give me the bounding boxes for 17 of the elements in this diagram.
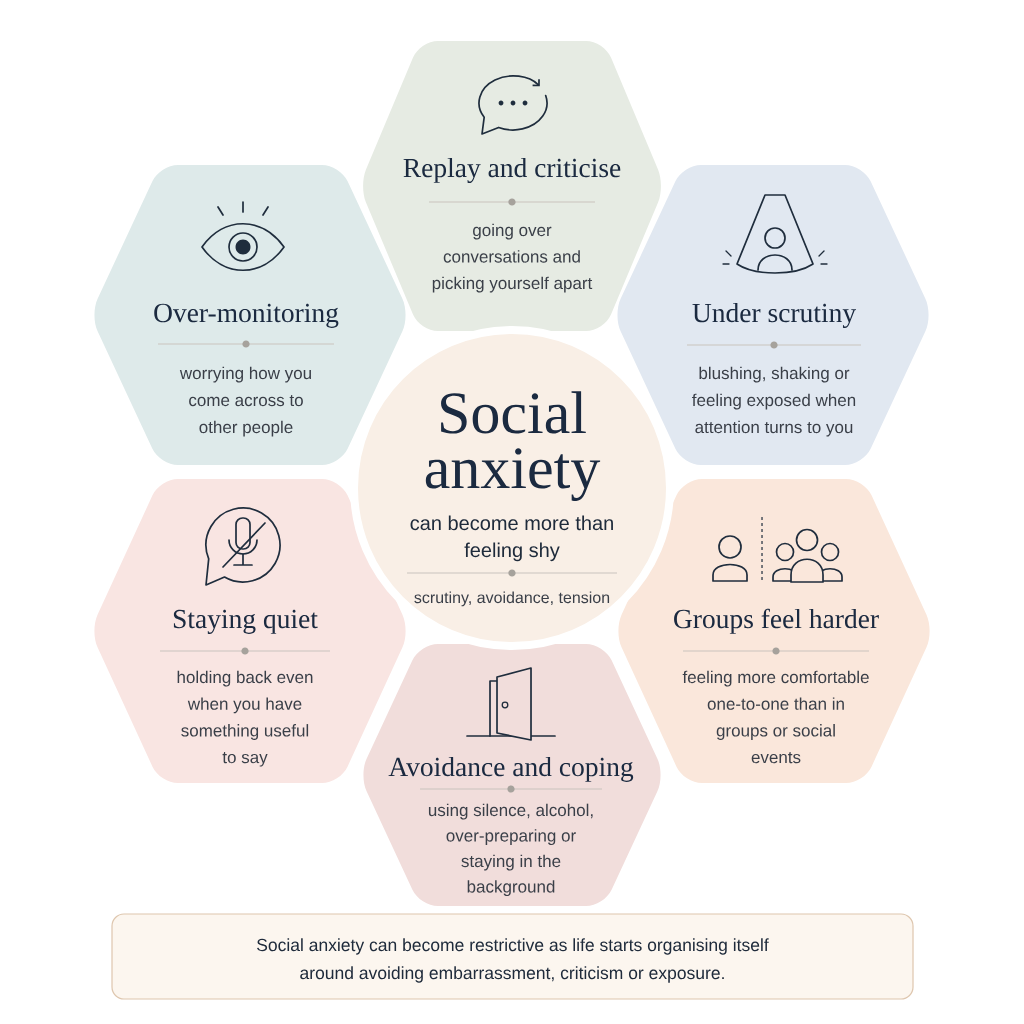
- description: going over conversations and picking yourself apart: [432, 223, 593, 293]
- heading: Social anxiety: [425, 391, 601, 501]
- description: worrying how you come across to other people: [179, 366, 311, 437]
- heading: Avoidance and coping: [388, 756, 634, 782]
- note-box: [111, 913, 914, 1000]
- heading: Replay and criticise: [403, 157, 621, 183]
- description: using silence, alcohol, over-preparing or staying in the background: [428, 803, 593, 897]
- subtitle: can become more than feeling shy: [410, 515, 613, 562]
- keyword-line: scrutiny, avoidance, tension: [414, 591, 610, 607]
- heading: Over-monitoring: [154, 303, 339, 328]
- heading: Groups feel harder: [674, 608, 879, 634]
- heading: Under scrutiny: [692, 302, 856, 328]
- description: holding back even when you have something useful to say: [177, 670, 313, 767]
- note-text: Social anxiety can become restrictive as life starts organising itself around avoiding embarrassment, criticism or exposure.: [257, 938, 769, 983]
- heading: Staying quiet: [173, 609, 318, 634]
- description: blushing, shaking or feeling exposed when attention turns to you: [692, 366, 856, 437]
- description: feeling more comfortable one-to-one than in groups or social events: [682, 670, 869, 764]
